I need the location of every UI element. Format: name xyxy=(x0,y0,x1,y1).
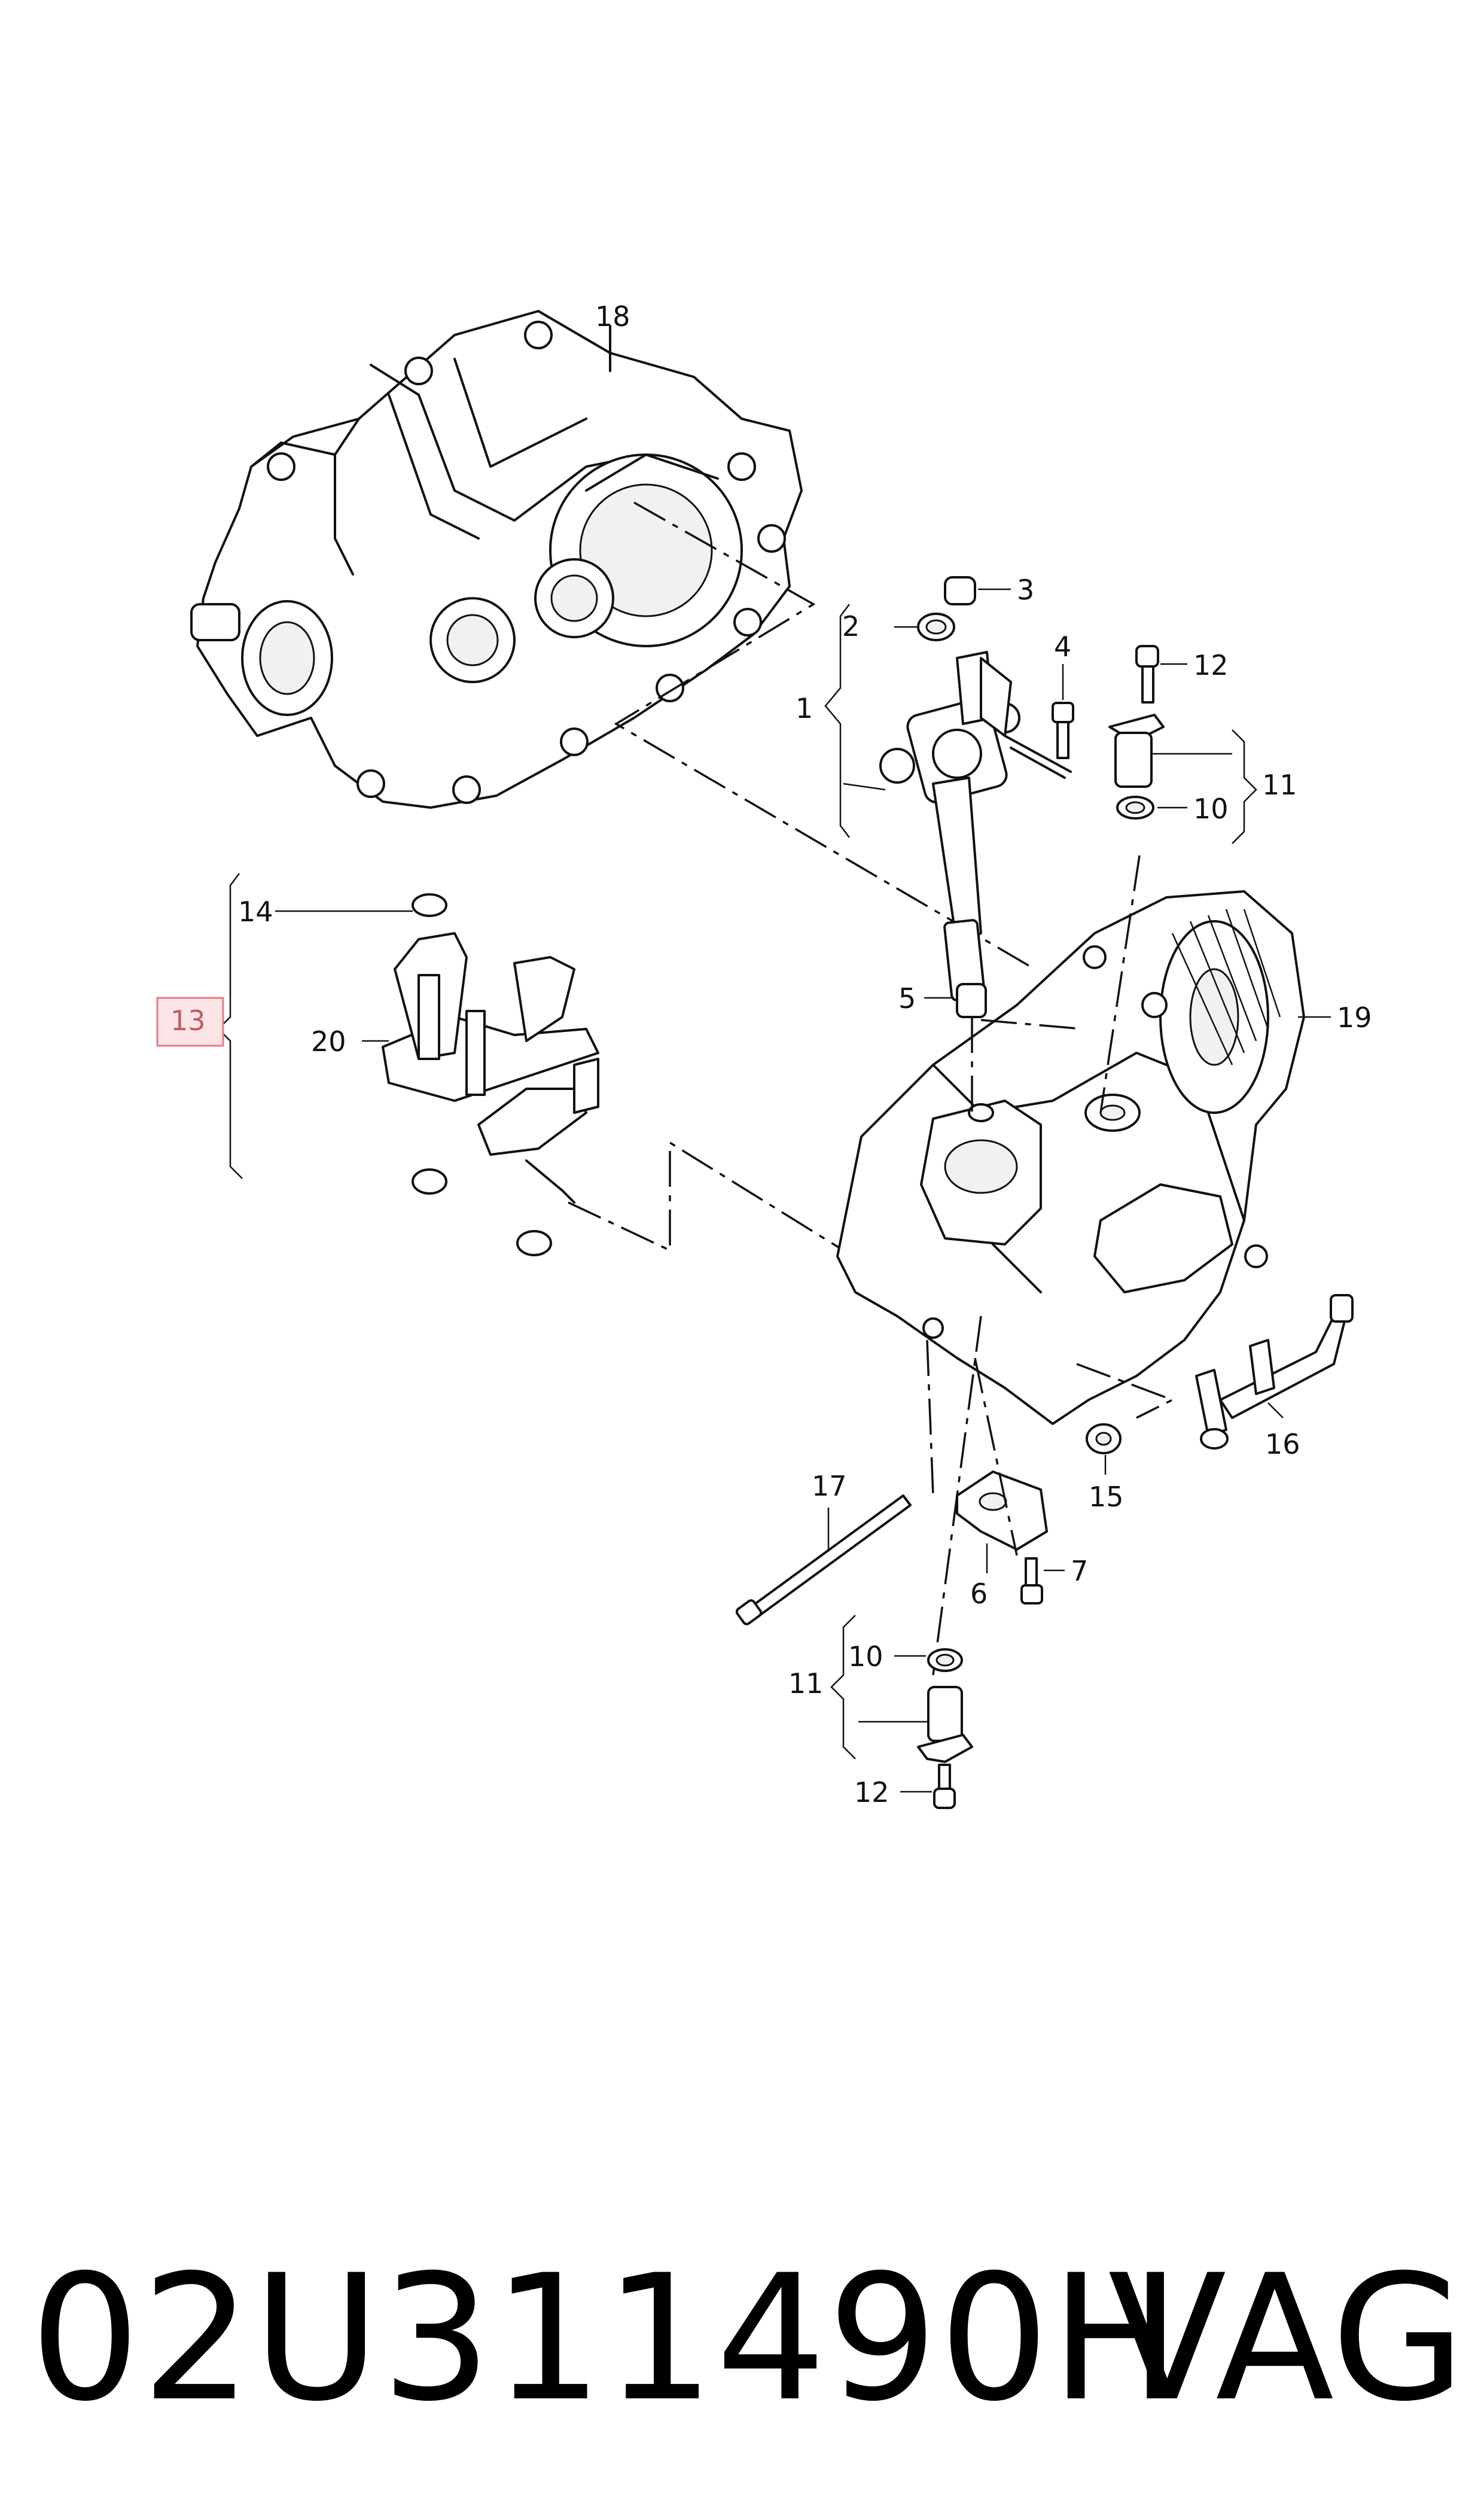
callout-4: 4 xyxy=(1054,631,1071,663)
cap-14[interactable] xyxy=(412,893,447,917)
part-number: 02U311490H xyxy=(30,2238,1183,2440)
bolt-4[interactable] xyxy=(1052,702,1074,759)
bushing-11-upper[interactable] xyxy=(1108,714,1165,788)
shift-shaft-16[interactable] xyxy=(1195,1294,1354,1450)
callout-20: 20 xyxy=(311,1025,346,1058)
selector-mechanism-1[interactable] xyxy=(879,651,1072,1001)
brand: VAG xyxy=(1108,2238,1465,2440)
callout-11-lower: 11 xyxy=(788,1667,824,1700)
callout-10-upper: 10 xyxy=(1193,793,1229,825)
callout-13: 13 xyxy=(170,1004,206,1037)
callout-6: 6 xyxy=(970,1578,988,1610)
callout-15: 15 xyxy=(1089,1481,1124,1513)
cap-3[interactable] xyxy=(944,576,976,605)
callout-5: 5 xyxy=(898,982,916,1015)
callout-3: 3 xyxy=(1017,574,1034,606)
callout-7: 7 xyxy=(1071,1555,1088,1587)
exploded-parts-diagram: 18 1 2 3 4 12 11 xyxy=(156,300,1372,1809)
callout-12-upper: 12 xyxy=(1193,649,1229,681)
cap-lower-right xyxy=(516,1230,552,1256)
callout-17: 17 xyxy=(812,1470,847,1502)
callout-12-lower: 12 xyxy=(854,1776,889,1808)
footer: 02U311490H VAG xyxy=(30,2237,1465,2489)
callout-11-upper: 11 xyxy=(1262,769,1297,801)
bushing-11-lower[interactable] xyxy=(917,1686,973,1763)
sleeve-5[interactable] xyxy=(956,983,987,1018)
gearbox-housing-19[interactable] xyxy=(836,890,1305,1425)
callout-13-highlight[interactable] xyxy=(156,997,224,1047)
cap-lower-left xyxy=(412,1168,447,1195)
bracket-6[interactable] xyxy=(956,1470,1048,1551)
callout-1: 1 xyxy=(796,692,813,724)
rod-17[interactable] xyxy=(735,1494,912,1625)
bolt-12-upper[interactable] xyxy=(1135,645,1159,704)
callout-19: 19 xyxy=(1337,1001,1372,1034)
callout-14: 14 xyxy=(238,896,273,928)
shift-fork-set-20[interactable] xyxy=(382,932,599,1204)
callout-10-lower: 10 xyxy=(848,1640,883,1673)
callout-18: 18 xyxy=(595,300,630,333)
housing-18[interactable] xyxy=(190,310,803,809)
callout-2: 2 xyxy=(842,610,860,643)
callout-16: 16 xyxy=(1265,1428,1300,1460)
bolt-12-lower[interactable] xyxy=(933,1764,956,1809)
bolt-7[interactable] xyxy=(1020,1557,1043,1604)
